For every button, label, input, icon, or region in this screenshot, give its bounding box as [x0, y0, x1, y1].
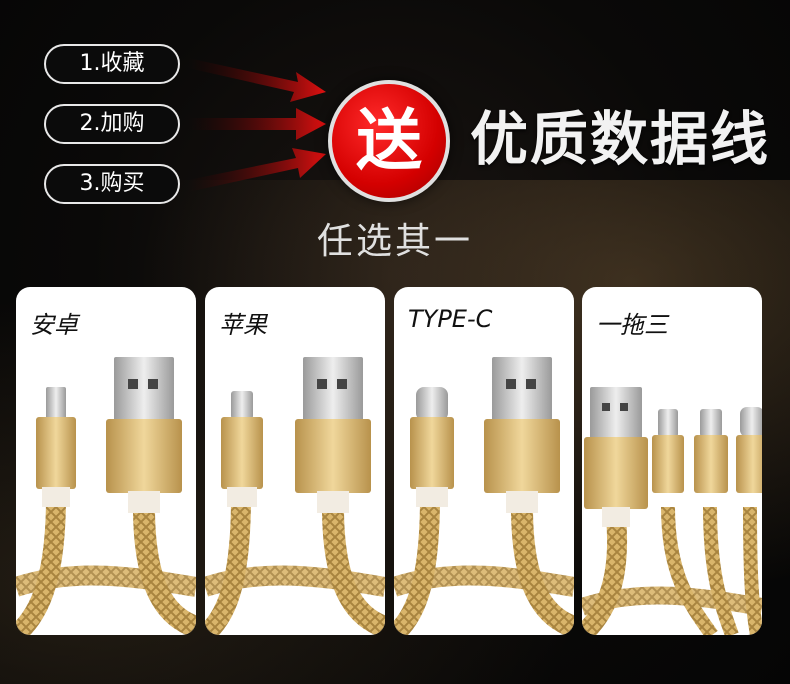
arrow-right-icon	[188, 58, 326, 102]
card-android[interactable]: 安卓	[16, 287, 196, 635]
step-buy-pill[interactable]: 3.购买	[44, 164, 180, 204]
step-add-cart-pill[interactable]: 2.加购	[44, 104, 180, 144]
card-three-in-one[interactable]: 一拖三	[582, 287, 762, 635]
micro-usb-cable-image	[16, 357, 196, 635]
subtitle-choose-one: 任选其一	[316, 221, 473, 262]
three-in-one-cable-image	[582, 387, 762, 635]
step-favorite-pill[interactable]: 1.收藏	[44, 44, 180, 84]
card-android-label: 安卓	[30, 311, 78, 339]
red-arrows	[188, 58, 326, 192]
type-c-cable-image	[394, 357, 574, 635]
headline-title: 优质数据线	[470, 105, 771, 173]
gift-badge: 送	[328, 80, 450, 202]
arrow-right-icon	[188, 108, 326, 140]
card-apple-label: 苹果	[219, 311, 267, 339]
card-apple[interactable]: 苹果	[205, 287, 385, 635]
card-type-c-label: TYPE-C	[408, 305, 493, 333]
card-three-in-one-label: 一拖三	[596, 311, 668, 339]
card-type-c[interactable]: TYPE-C	[394, 287, 574, 635]
arrow-right-icon	[188, 148, 326, 192]
lightning-cable-image	[205, 357, 385, 635]
